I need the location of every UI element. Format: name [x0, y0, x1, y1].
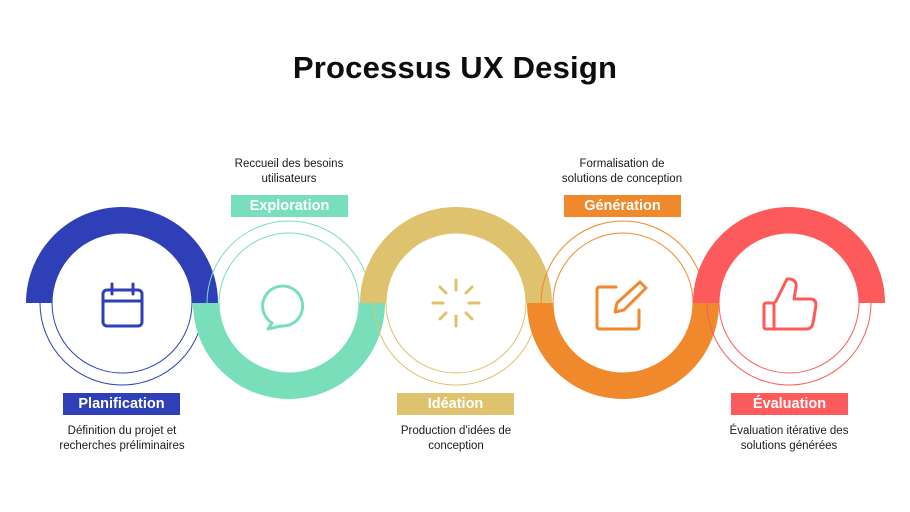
- chat-bubble-icon: [261, 284, 305, 331]
- sparkle-loader-icon: [431, 278, 481, 328]
- edit-pencil-icon: [595, 280, 648, 331]
- thumbs-up-icon: [762, 277, 818, 331]
- step-label-ideation: Idéation: [397, 393, 514, 415]
- step-ring-ideation: [360, 207, 552, 386]
- step-label-evaluation: Évaluation: [731, 393, 848, 415]
- step-description-generation: Formalisation de solutions de conception: [561, 158, 683, 185]
- step-label-generation: Génération: [564, 195, 681, 217]
- step-description-evaluation: Évaluation itérative des solutions génér…: [729, 425, 849, 452]
- step-description-exploration: Reccueil des besoins utilisateurs: [234, 158, 344, 185]
- calendar-icon: [101, 282, 144, 328]
- step-ring-exploration: [193, 220, 385, 399]
- step-description-ideation: Production d'idées de conception: [400, 425, 512, 452]
- step-ring-evaluation: [693, 207, 885, 386]
- step-label-exploration: Exploration: [231, 195, 348, 217]
- step-description-planification: Définition du projet et recherches préli…: [59, 425, 185, 452]
- step-ring-planification: [26, 207, 218, 386]
- page-title: Processus UX Design: [292, 50, 618, 85]
- step-label-planification: Planification: [63, 393, 180, 415]
